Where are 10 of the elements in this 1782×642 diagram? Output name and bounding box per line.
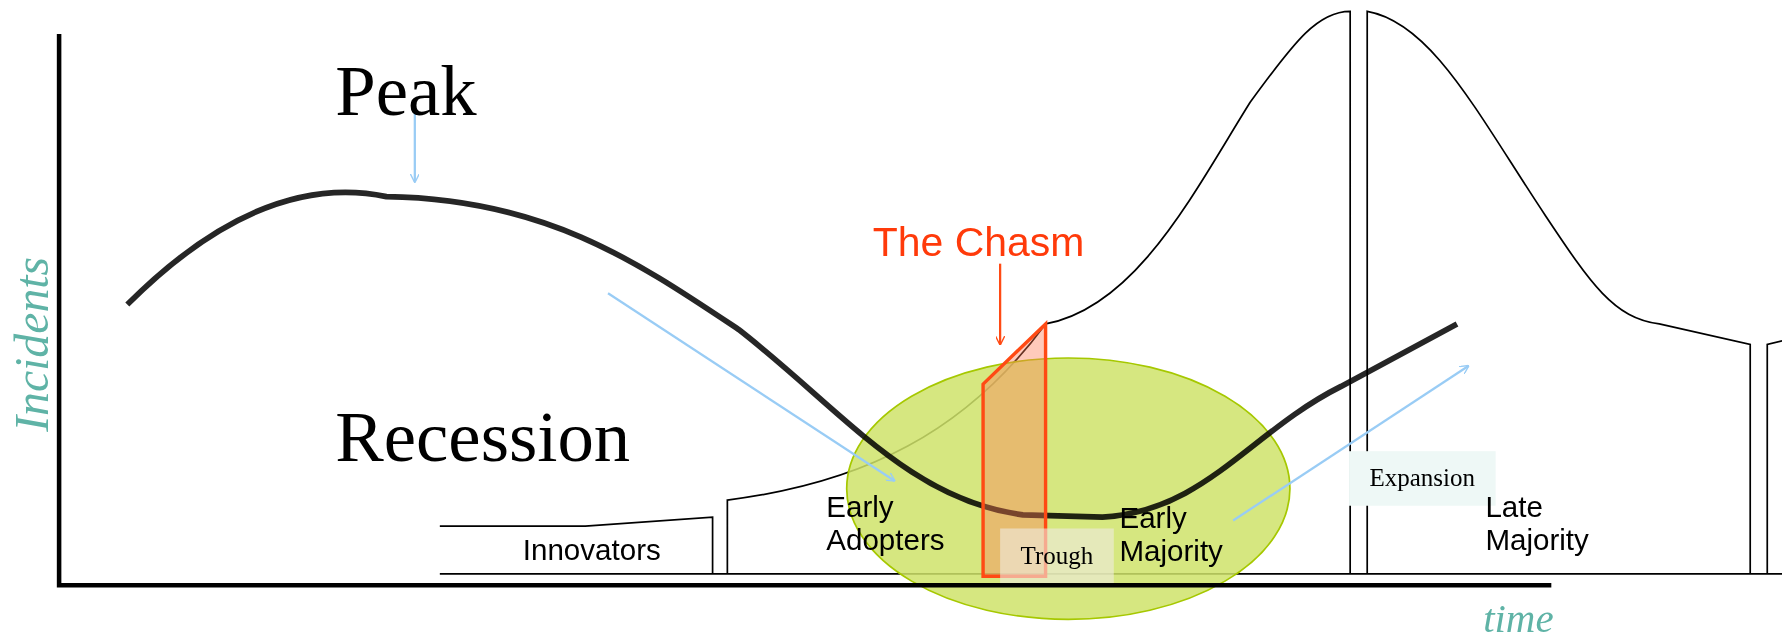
peak-label: Peak — [335, 51, 477, 132]
phase-label: Recession — [335, 397, 631, 478]
segment-label: Early Adopters — [826, 490, 946, 556]
axis-title: Incidents — [5, 256, 59, 432]
segment-label: Early Majority — [1119, 502, 1224, 568]
phase-label: Trough — [1000, 528, 1114, 584]
chasm-label: The Chasm — [872, 219, 1085, 265]
axis-title: time — [1483, 596, 1554, 642]
segment-label: Innovators — [522, 534, 661, 567]
arrow — [994, 263, 1006, 346]
